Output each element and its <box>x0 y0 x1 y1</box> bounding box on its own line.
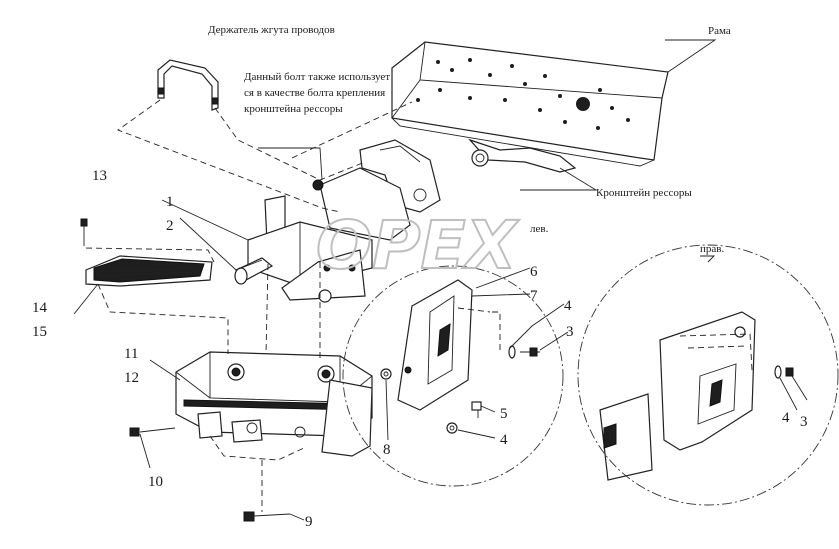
assembly-paths <box>83 99 753 512</box>
caption-bolt-note-2: ся в качестве болта крепления <box>244 87 385 99</box>
callout-12: 12 <box>124 370 139 386</box>
callout-6: 6 <box>530 264 538 280</box>
callout-13: 13 <box>92 168 107 184</box>
callout-4-right: 4 <box>782 410 790 426</box>
step-box <box>175 351 373 443</box>
right-side-bracket <box>599 311 756 481</box>
callout-9: 9 <box>305 514 313 530</box>
callout-2: 2 <box>166 218 174 234</box>
left-detail-view-boundary <box>342 265 564 487</box>
step-mount-bracket <box>312 139 441 241</box>
callout-4-bottom: 4 <box>500 432 508 448</box>
callout-3-left: 3 <box>566 324 574 340</box>
caption-left: лев. <box>530 223 549 235</box>
leader-lines <box>73 39 808 521</box>
caption-bolt-note-1: Данный болт также использует <box>244 71 390 83</box>
right-detail-view-boundary <box>577 244 839 506</box>
frame-rail <box>391 41 669 173</box>
left-side-bracket <box>321 279 473 457</box>
callout-numbers: 1 2 3 3 4 4 4 5 6 7 8 9 10 11 12 13 14 1… <box>32 168 808 530</box>
caption-bolt-note-3: кронштейна рессоры <box>244 103 343 115</box>
caption-frame: Рама <box>708 25 731 37</box>
callout-5: 5 <box>500 406 508 422</box>
step-support-bracket <box>234 195 373 303</box>
callout-11: 11 <box>124 346 138 362</box>
step-tread <box>85 255 213 287</box>
caption-right: прав. <box>700 243 724 255</box>
callout-10: 10 <box>148 474 163 490</box>
captions: Держатель жгута проводов Рама Данный бол… <box>208 24 731 255</box>
callout-7: 7 <box>530 288 538 304</box>
callout-1: 1 <box>166 194 174 210</box>
callout-8: 8 <box>383 442 391 458</box>
callout-14: 14 <box>32 300 48 316</box>
caption-spring-bracket: Кронштейн рессоры <box>596 187 692 199</box>
caption-harness-holder: Держатель жгута проводов <box>208 24 335 36</box>
wire-harness-holder <box>157 59 219 111</box>
callout-4-top: 4 <box>564 298 572 314</box>
callout-3-right: 3 <box>800 414 808 430</box>
watermark-logo: OPEX <box>316 207 520 284</box>
callout-15: 15 <box>32 324 47 340</box>
